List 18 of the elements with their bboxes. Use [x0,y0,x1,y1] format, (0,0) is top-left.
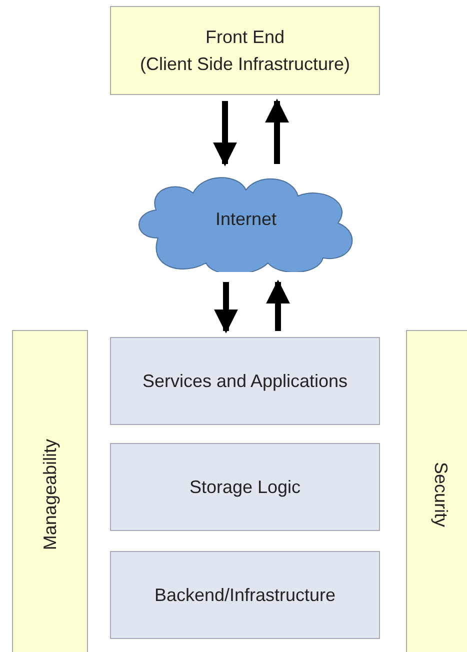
cloud-label: Internet [215,208,277,231]
side-label: Security [430,462,452,528]
arrow [266,280,290,331]
side-bar [406,330,467,652]
arrow [214,282,238,334]
arrow [213,101,237,166]
box-label: (Client Side Infrastructure) [140,52,350,76]
layer-box [110,443,380,531]
box-label: Backend/Infrastructure [154,584,336,607]
layer-box [110,337,380,425]
side-bar [12,330,88,652]
box-label: Services and Applications [142,370,348,393]
box-label: Storage Logic [189,476,301,499]
box-label: Front End [205,26,285,50]
front-end-box [110,6,380,95]
side-label: Manageability [38,439,61,551]
arrow [265,98,289,164]
layer-box [110,551,380,639]
